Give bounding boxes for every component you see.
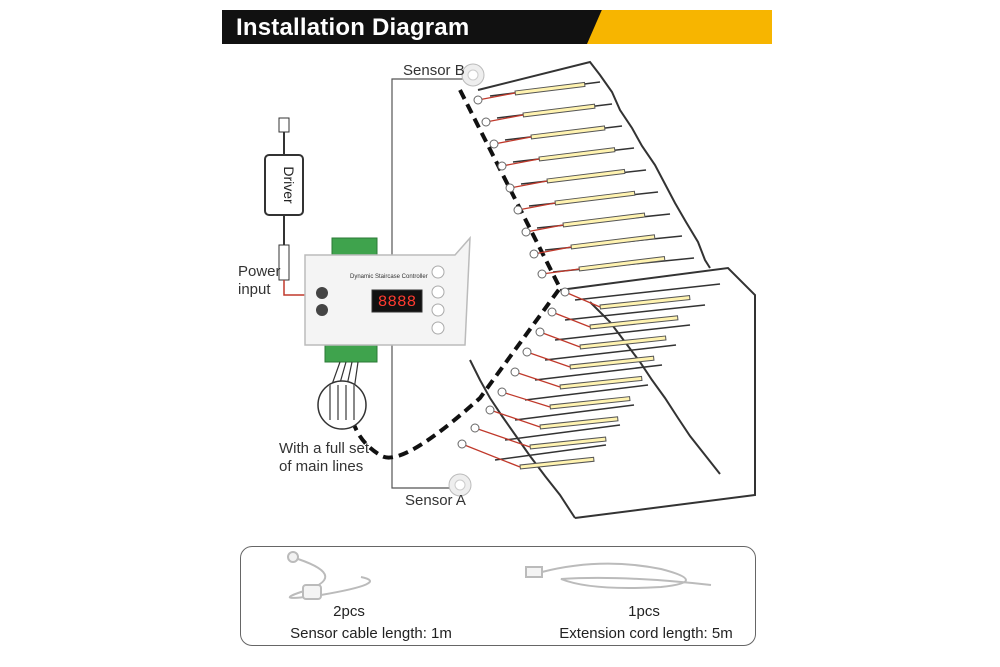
extension-cord-icon [525,562,712,589]
accessories-panel: 2pcs Sensor cable length: 1m 1pcs Extens… [240,546,756,646]
controller-display: 8888 [378,293,416,311]
diagram-title: Installation Diagram [236,14,470,41]
branch-wires [461,92,601,468]
driver-unit: Driver [264,117,320,296]
sensor-wires [391,78,468,489]
driver-label: Driver [281,166,297,204]
extension-cord-desc: Extension cord length: 5m [559,625,733,642]
sensor-cable-qty: 2pcs [333,603,365,620]
sensor-b-icon [461,63,485,87]
magnifier-icon [317,380,367,430]
sensor-cable-desc: Sensor cable length: 1m [290,625,452,642]
lower-steps [494,283,721,461]
sensor-a-label: Sensor A [405,492,466,509]
connector-nodes [457,95,570,449]
title-accent [587,10,772,44]
sensor-b-label: Sensor B [403,62,465,79]
upper-led-strips [514,81,666,272]
main-lines-label-line2: of main lines [279,458,364,475]
accessory-images [287,551,712,600]
lower-led-strips [519,295,691,470]
controller-name: Dynamic Staircase Controller [350,274,428,280]
controller-unit: Dynamic Staircase Controller 8888 [304,235,471,363]
sensor-cable-icon [287,551,371,600]
title-bar: Installation Diagram [222,10,772,44]
power-input-label-line2: input [238,281,271,298]
staircase [469,60,756,519]
sensor-a-icon [448,473,472,497]
installation-diagram: Driver Dynamic Staircase Controller 8888 [264,60,756,519]
extension-cord-qty: 1pcs [628,603,660,620]
power-input-label-line1: Power [238,263,281,280]
main-lines-label-line1: With a full set [279,440,370,457]
main-cable [348,89,563,460]
